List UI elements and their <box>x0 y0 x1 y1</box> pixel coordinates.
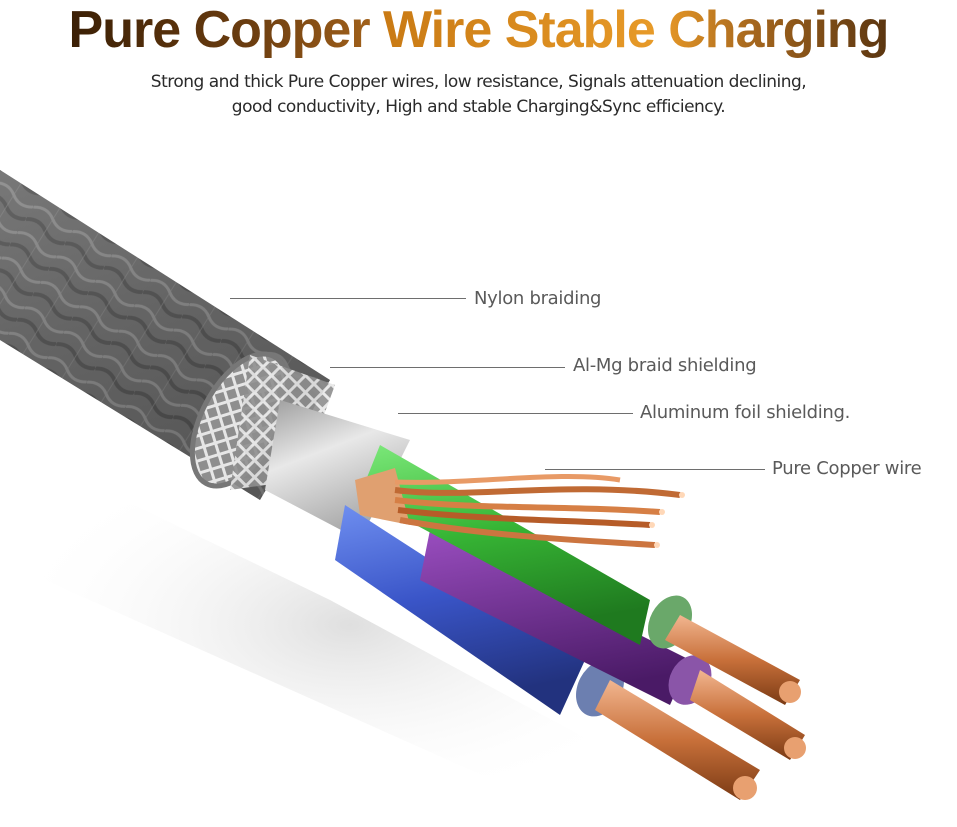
pure-copper-strands <box>355 468 685 548</box>
subtitle-line-2: good conductivity, High and stable Charg… <box>231 97 726 117</box>
callout-line-foil <box>398 413 633 414</box>
product-title: Pure Copper Wire Stable Charging <box>0 0 957 60</box>
callout-label-nylon-braiding: Nylon braiding <box>474 288 602 309</box>
callout-line-al-mg <box>330 367 565 368</box>
cable-shadow <box>0 440 700 810</box>
callout-line-copper <box>545 469 765 470</box>
title-part-2: Wire Stable <box>383 1 656 59</box>
callout-label-aluminum-foil: Aluminum foil shielding. <box>640 402 851 423</box>
title-part-1: Pure Copper <box>68 1 371 59</box>
callout-line-nylon <box>230 298 466 299</box>
callout-label-pure-copper-wire: Pure Copper wire <box>772 458 922 479</box>
subtitle-line-1: Strong and thick Pure Copper wires, low … <box>150 72 807 92</box>
title-part-3: Charging <box>668 1 889 59</box>
callout-label-al-mg-braid: Al-Mg braid shielding <box>573 355 757 376</box>
purple-insulated-wire <box>420 530 806 760</box>
